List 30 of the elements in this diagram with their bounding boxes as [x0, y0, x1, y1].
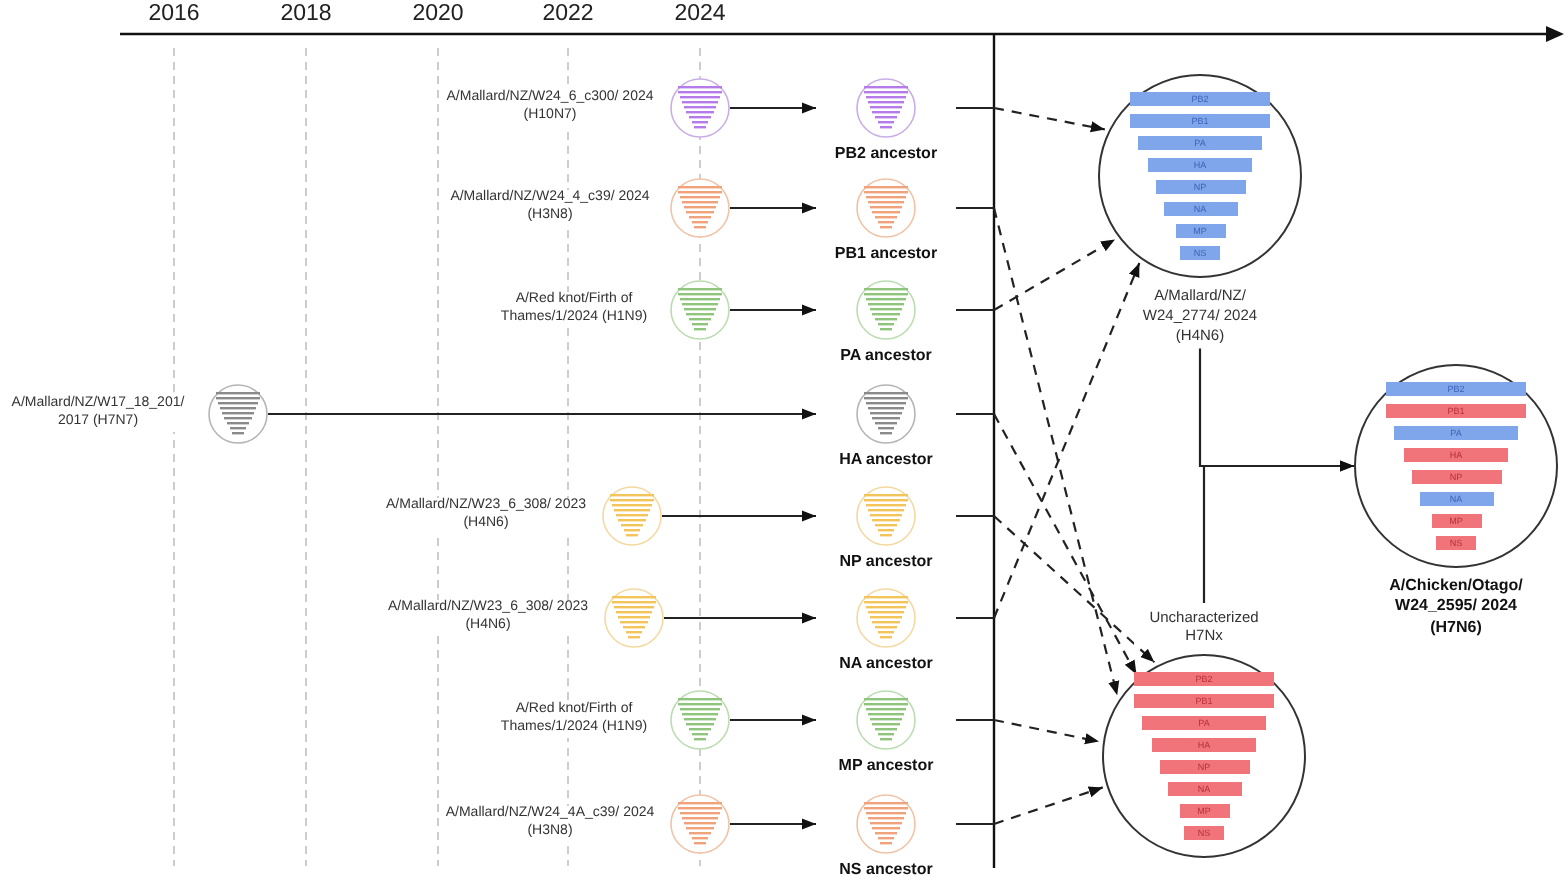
ancestor-label: PA ancestor: [840, 346, 932, 364]
arrow: [730, 304, 816, 316]
year-label: 2022: [542, 2, 594, 26]
ancestor-label: NA ancestor: [839, 654, 933, 672]
arrow: [956, 238, 1116, 312]
ancestor-label: MP ancestor: [838, 756, 934, 774]
arrow: [956, 206, 1120, 696]
arrow: [730, 102, 816, 114]
arrow: [662, 510, 816, 522]
arrow: [268, 408, 816, 420]
arrow: [956, 514, 1156, 663]
arrow: [956, 106, 1105, 133]
ancestor-label: NS ancestor: [839, 860, 933, 878]
arrow: [956, 786, 1104, 826]
year-label: 2018: [280, 2, 332, 26]
arrow: [730, 714, 816, 726]
arrow: [956, 262, 1141, 620]
ancestor-label: NP ancestor: [839, 552, 933, 570]
arrow: [730, 202, 816, 214]
year-label: 2016: [148, 2, 200, 26]
arrow: [664, 612, 816, 624]
ancestor-label: HA ancestor: [839, 450, 933, 468]
year-label: 2020: [412, 2, 464, 26]
arrow: [956, 718, 1100, 745]
ancestor-label: PB1 ancestor: [834, 244, 938, 262]
arrow: [956, 412, 1138, 675]
arrow: [730, 818, 816, 830]
arrow: [1202, 460, 1354, 603]
year-label: 2024: [674, 2, 726, 26]
ancestor-label: PB2 ancestor: [834, 144, 938, 162]
